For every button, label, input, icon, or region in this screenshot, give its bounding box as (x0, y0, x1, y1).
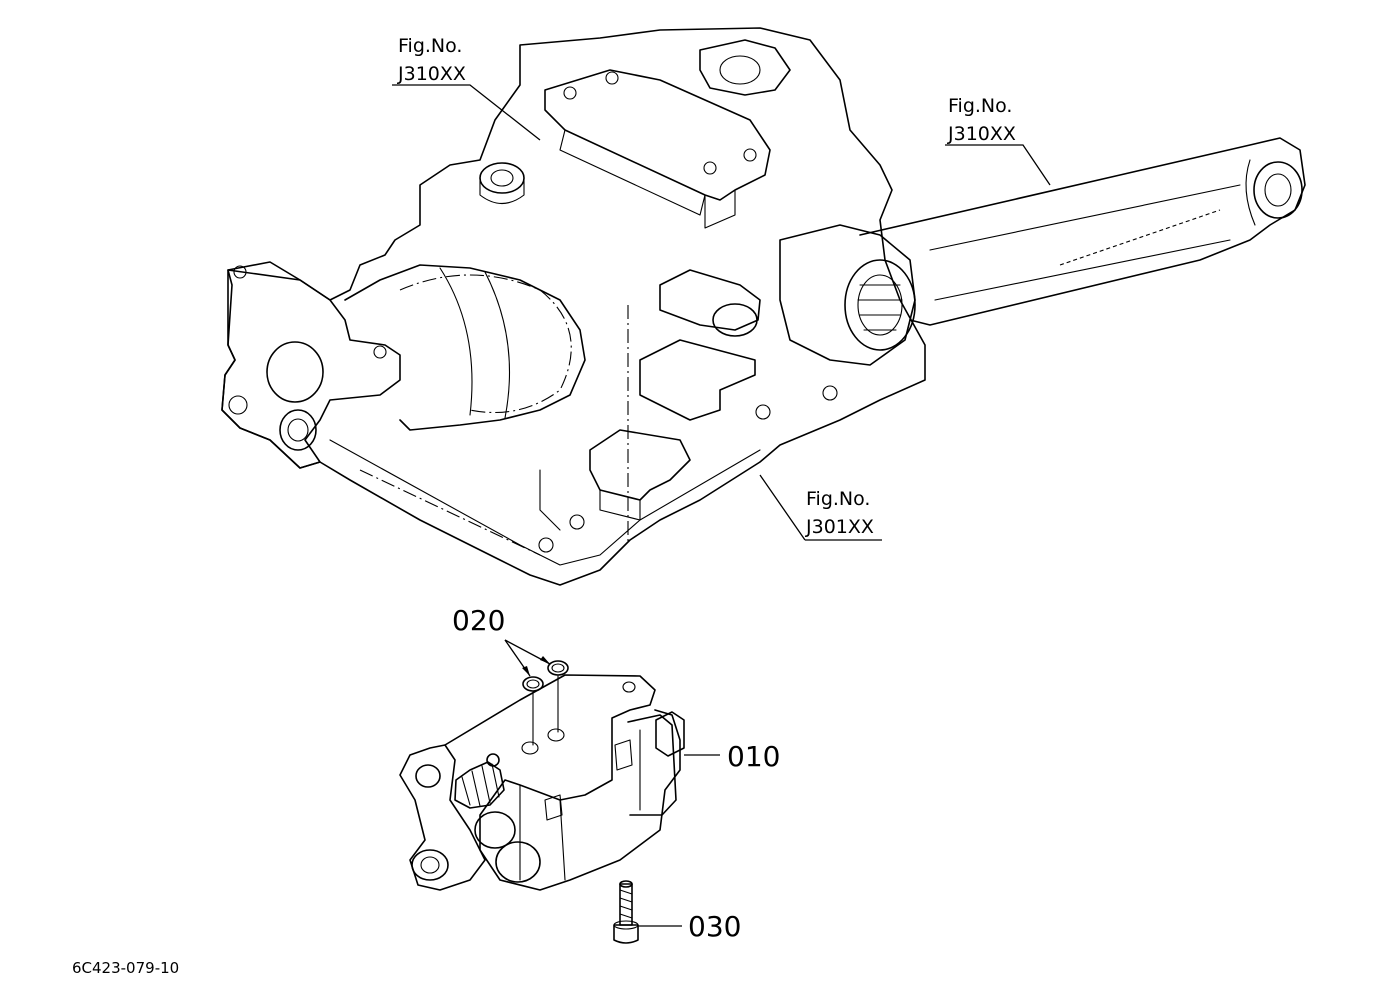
callout-fig-arm-line2: J310XX (947, 123, 1016, 145)
part-number-010: 010 (727, 740, 780, 773)
cap-screw-part-030 (613, 880, 639, 944)
callout-fig-case-line2: J301XX (805, 516, 874, 538)
callout-fig-top-line2: J310XX (397, 63, 466, 85)
drawing-code: 6C423-079-10 (72, 959, 179, 977)
part-number-020: 020 (452, 604, 505, 637)
control-valve-part-010 (399, 674, 685, 891)
part-number-030: 030 (688, 910, 741, 943)
callout-fig-top-line1: Fig.No. (398, 35, 462, 57)
leader-lines (392, 84, 1051, 927)
callout-fig-arm-line1: Fig.No. (948, 95, 1012, 117)
callout-fig-arm: Fig.No. J310XX (947, 95, 1016, 145)
lift-arm (859, 137, 1306, 326)
callout-fig-case: Fig.No. J301XX (805, 488, 874, 538)
o-rings-part-020 (522, 660, 569, 746)
callout-fig-top: Fig.No. J310XX (397, 35, 466, 85)
callout-fig-case-line1: Fig.No. (806, 488, 870, 510)
lift-housing-assembly (221, 27, 926, 586)
